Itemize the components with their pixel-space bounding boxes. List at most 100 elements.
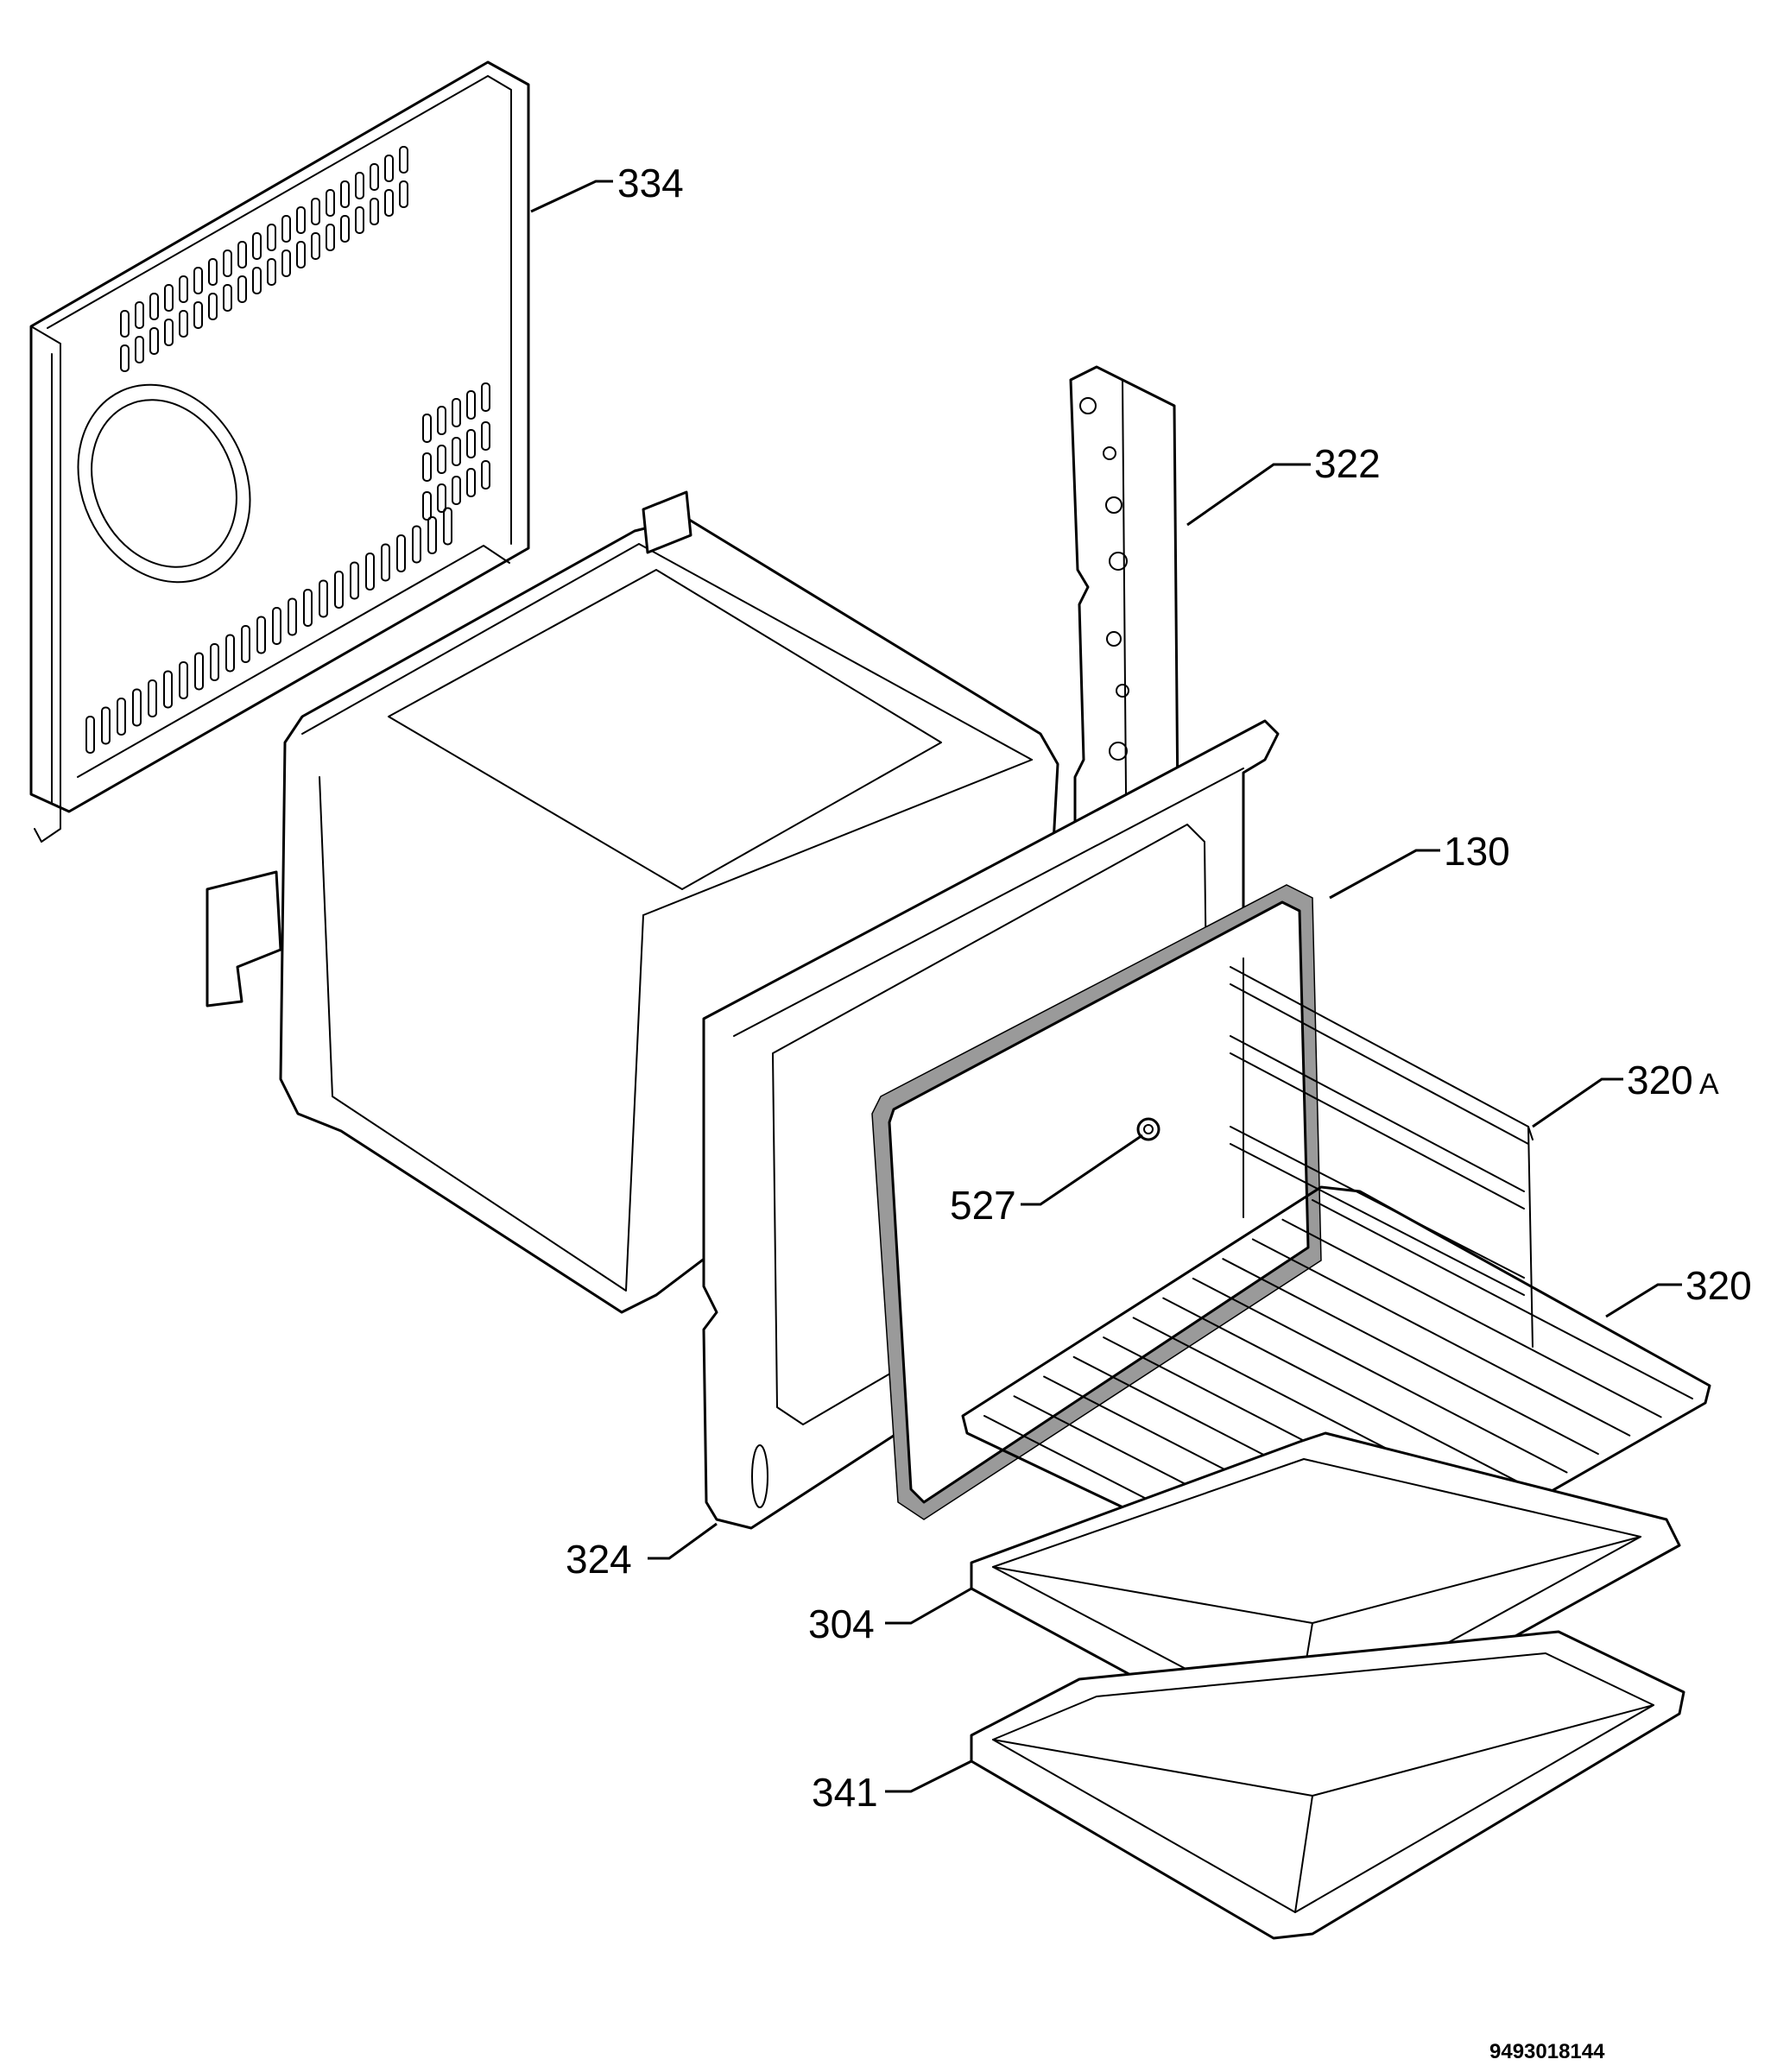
- vent-slot: [179, 275, 188, 303]
- vent-slot: [365, 553, 375, 591]
- vent-slot: [148, 679, 157, 717]
- callout-527: 527: [950, 1183, 1016, 1228]
- vent-slot: [164, 284, 174, 312]
- vent-slot: [311, 198, 320, 225]
- vent-slot: [422, 414, 432, 443]
- vent-slot: [210, 643, 219, 681]
- vent-slot: [326, 189, 335, 217]
- shelf-wire: [1251, 1238, 1631, 1437]
- vent-slot: [193, 301, 203, 329]
- vent-slot: [194, 652, 204, 691]
- vent-slot: [399, 180, 408, 208]
- vent-slot: [466, 429, 476, 458]
- shelf-wire: [1312, 1199, 1693, 1399]
- vent-slot: [355, 172, 364, 199]
- vent-slot: [370, 198, 379, 225]
- vent-slot: [466, 468, 476, 497]
- vent-slot: [135, 336, 144, 363]
- vent-slot: [149, 293, 159, 320]
- callout-341: 341: [812, 1770, 878, 1815]
- vent-slot: [288, 597, 297, 636]
- vent-slot: [396, 534, 406, 572]
- vent-slot: [452, 476, 461, 505]
- vent-slot: [193, 267, 203, 294]
- vent-slot: [208, 293, 218, 320]
- callout-320a-suffix: A: [1699, 1068, 1719, 1101]
- vent-slot: [466, 390, 476, 420]
- vent-slot: [252, 232, 262, 260]
- vent-slot: [281, 215, 291, 243]
- shelf-wire: [1162, 1297, 1537, 1492]
- vent-slot: [241, 625, 250, 663]
- vent-slot: [149, 327, 159, 355]
- document-number: 9493018144: [1489, 2040, 1605, 2063]
- vent-slot: [384, 155, 394, 182]
- callout-322: 322: [1314, 441, 1381, 486]
- vent-slot: [132, 688, 142, 727]
- vent-slot: [399, 146, 408, 174]
- vent-slot: [340, 180, 350, 208]
- vent-slot: [422, 452, 432, 482]
- shelf-wire: [1222, 1258, 1599, 1456]
- vent-slot: [117, 698, 126, 736]
- vent-slot: [237, 241, 247, 268]
- vent-slot: [120, 344, 130, 372]
- vent-slot: [281, 250, 291, 277]
- door-seal: [871, 884, 1322, 1520]
- vent-slots: [85, 146, 490, 754]
- vent-slot: [85, 716, 95, 754]
- vent-slot: [381, 543, 390, 582]
- vent-slot: [179, 310, 188, 338]
- shelf-wire: [1192, 1277, 1568, 1474]
- back-panel: [29, 60, 530, 843]
- callout-324: 324: [566, 1537, 632, 1582]
- vent-slot: [412, 525, 421, 564]
- vent-slot: [319, 579, 328, 618]
- vent-slot: [334, 571, 344, 609]
- vent-slot: [437, 406, 446, 435]
- vent-slot: [437, 483, 446, 513]
- vent-slot: [311, 232, 320, 260]
- callout-304: 304: [808, 1601, 875, 1646]
- vent-slot: [481, 460, 490, 490]
- vent-slot: [164, 319, 174, 346]
- callout-320: 320: [1685, 1263, 1752, 1308]
- vent-slot: [256, 616, 266, 654]
- drip-tray: [970, 1630, 1685, 1940]
- callout-320a: 320: [1627, 1058, 1693, 1102]
- vent-slot: [267, 224, 276, 251]
- vent-slot: [350, 561, 359, 600]
- vent-slot: [120, 310, 130, 338]
- vent-slot: [101, 706, 111, 745]
- callout-130: 130: [1444, 829, 1510, 874]
- leader-lines: [530, 180, 1682, 1793]
- vent-slot: [296, 241, 306, 268]
- callout-334: 334: [617, 161, 684, 205]
- vent-slot: [326, 224, 335, 251]
- vent-slot: [340, 215, 350, 243]
- vent-slot: [384, 189, 394, 217]
- vent-slot: [355, 206, 364, 234]
- vent-slot: [481, 421, 490, 451]
- vent-slot: [225, 634, 235, 673]
- vent-slot: [237, 275, 247, 303]
- vent-slot: [208, 258, 218, 286]
- vent-slot: [223, 250, 232, 277]
- vent-slot: [370, 163, 379, 191]
- vent-slot: [427, 516, 437, 554]
- vent-slot: [179, 661, 188, 699]
- vent-slot: [303, 589, 313, 627]
- vent-slot: [481, 382, 490, 412]
- vent-slot: [252, 267, 262, 294]
- vent-slot: [422, 491, 432, 521]
- vent-slot: [163, 670, 173, 709]
- vent-slot: [135, 301, 144, 329]
- vent-slot: [452, 437, 461, 466]
- vent-slot: [272, 607, 281, 645]
- lamp-holder: [1136, 1117, 1160, 1141]
- vent-slot: [223, 284, 232, 312]
- vent-slot: [267, 258, 276, 286]
- vent-slot: [443, 507, 452, 546]
- vent-slot: [437, 445, 446, 474]
